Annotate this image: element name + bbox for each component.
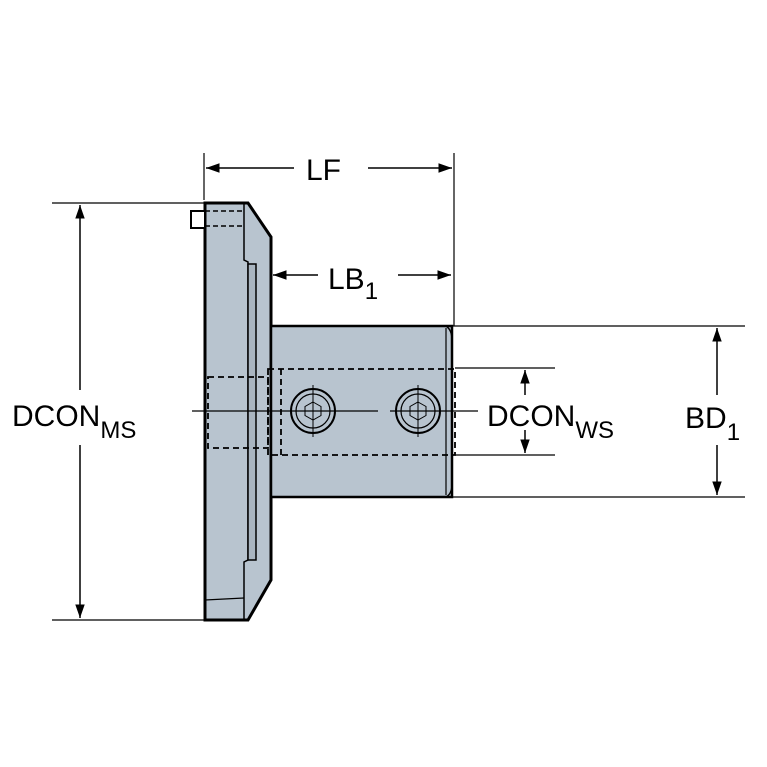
dimension-bd1: BD1 [452,325,745,498]
svg-text:DCONWS: DCONWS [487,400,614,444]
label-dcon-ws-sub: WS [575,417,614,444]
svg-text:LB1: LB1 [328,263,378,305]
label-bd: BD [685,402,727,435]
set-screw [190,210,244,229]
svg-text:BD1: BD1 [685,402,740,446]
label-lb-sub: 1 [365,278,378,305]
label-dcon-ms: DCON [12,400,100,433]
dimension-dcon-ms: DCONMS [12,202,205,621]
label-lb: LB [328,263,365,296]
label-dcon-ws: DCON [487,400,575,433]
dimension-lb1: LB1 [273,263,451,305]
dimension-lf: LF [203,153,455,326]
dimension-dcon-ws: DCONWS [455,367,614,456]
label-lf: LF [306,154,341,187]
label-dcon-ms-sub: MS [100,417,136,444]
label-bd-sub: 1 [727,419,740,446]
svg-text:DCONMS: DCONMS [12,400,136,444]
